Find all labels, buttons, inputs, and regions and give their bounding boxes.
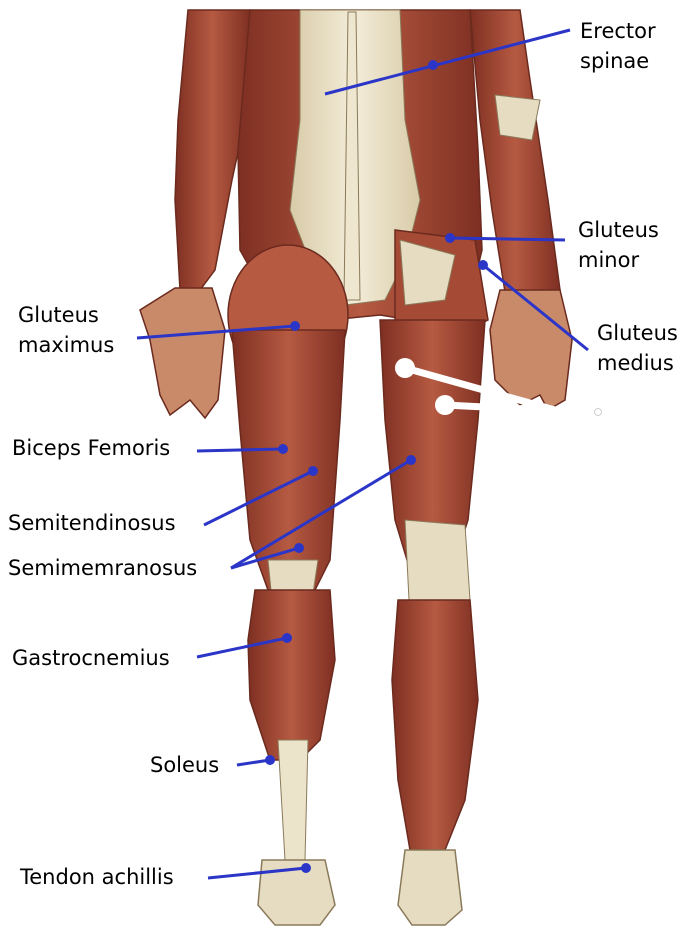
right-foot <box>398 850 462 925</box>
leader-dot-soleus <box>267 757 274 764</box>
label-erector-spinae: Erector spinae <box>580 16 656 76</box>
label-gluteus-medius-line2: medius <box>597 348 678 378</box>
label-erector-spinae-line2: spinae <box>580 46 656 76</box>
marker-dot-upper <box>395 358 415 378</box>
leader-dot-semimembranosus-a <box>296 545 303 552</box>
label-tendon-achillis: Tendon achillis <box>20 862 174 892</box>
marker-dot-lower <box>435 395 455 415</box>
leader-soleus <box>237 760 270 765</box>
left-achilles-tendon <box>278 740 308 860</box>
label-gluteus-medius-line1: Gluteus <box>597 318 678 348</box>
leader-dot-gluteus-maximus <box>292 323 299 330</box>
leader-dot-semitendinosus <box>310 468 317 475</box>
left-calf <box>248 590 335 760</box>
right-forearm-tendon <box>495 95 540 140</box>
label-gastrocnemius: Gastrocnemius <box>12 643 170 673</box>
label-erector-spinae-line1: Erector <box>580 16 656 46</box>
label-gluteus-maximus-line2: maximus <box>18 330 114 360</box>
leader-biceps-femoris <box>197 449 283 451</box>
left-hand <box>140 288 225 418</box>
right-calf <box>392 600 478 850</box>
label-gluteus-medius: Gluteus medius <box>597 318 678 378</box>
label-soleus: Soleus <box>150 750 219 780</box>
label-semimembranosus: Semimemranosus <box>8 553 197 583</box>
marker-dot-small <box>595 409 602 416</box>
leader-dot-gastrocnemius <box>284 635 291 642</box>
marker-stick-lower <box>445 405 545 410</box>
label-gluteus-minor-line2: minor <box>578 245 659 275</box>
label-gluteus-minor-line1: Gluteus <box>578 215 659 245</box>
label-gluteus-minor: Gluteus minor <box>578 215 659 275</box>
label-semitendinosus: Semitendinosus <box>8 508 176 538</box>
leader-dot-semimembranosus-b <box>408 457 415 464</box>
leader-dot-gluteus-medius <box>480 262 487 269</box>
leader-dot-erector-spinae <box>430 62 437 69</box>
leader-dot-tendon-achillis <box>303 865 310 872</box>
leader-dot-gluteus-minor <box>447 235 454 242</box>
label-gluteus-maximus: Gluteus maximus <box>18 300 114 360</box>
leader-dot-biceps-femoris <box>280 446 287 453</box>
label-biceps-femoris: Biceps Femoris <box>12 433 170 463</box>
label-gluteus-maximus-line1: Gluteus <box>18 300 114 330</box>
leader-gluteus-minor <box>450 238 565 240</box>
